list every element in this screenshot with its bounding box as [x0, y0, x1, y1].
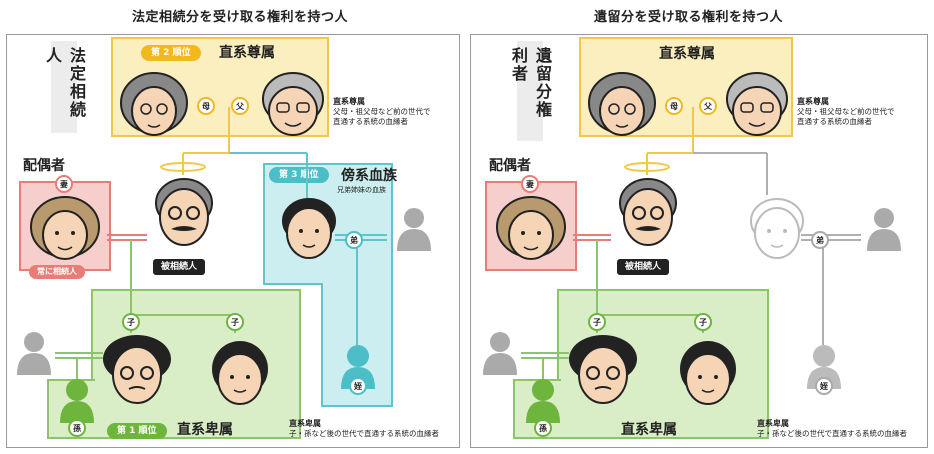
mother-tag: 母 [665, 97, 683, 115]
person-silhouette-icon [483, 332, 517, 375]
brother-tag: 弟 [811, 231, 829, 249]
spouse-tag: 妻 [55, 175, 73, 193]
descendant-rank-badge: 第 1 順位 [107, 423, 167, 439]
person-silhouette-icon [867, 208, 901, 251]
son-face-icon [103, 335, 171, 404]
deceased-name-pill: 被相続人 [617, 259, 670, 275]
descendant-label: 直系卑属 [177, 422, 233, 438]
grandmother-face-icon [588, 72, 656, 136]
collateral-sublabel: 兄弟姉妹の血族 [337, 186, 386, 194]
legal-heirs-panel: 第 2 順位 直系尊属 法定相続人 第 3 順位 傍系血族 兄弟姉妹の血族 配偶… [6, 34, 460, 448]
son-tag: 子 [122, 313, 140, 331]
left-panel-title: 法定相続分を受け取る権利を持つ人 [132, 10, 349, 25]
son-tag: 子 [588, 313, 606, 331]
spouse-label: 配偶者 [23, 158, 65, 174]
ascendant-label: 直系尊属 [659, 46, 715, 62]
niece-tag: 姪 [815, 377, 833, 395]
daughter-face-icon [680, 341, 736, 405]
right-panel-title: 遺留分を受け取る権利を持つ人 [594, 10, 784, 25]
descendant-note: 直系卑属 子・孫など後の世代で直通する系統の血縁者 [757, 419, 907, 438]
deceased-face-icon [155, 178, 213, 246]
ascendant-note: 直系尊属 父母・祖父母など前の世代で 直通する系統の血縁者 [333, 97, 431, 126]
son-face-icon [569, 335, 637, 404]
niece-tag: 姪 [349, 377, 367, 395]
ascendant-label: 直系尊属 [219, 45, 275, 61]
father-tag: 父 [231, 97, 249, 115]
daughter-tag: 子 [226, 313, 244, 331]
daughter-tag: 子 [694, 313, 712, 331]
grandchild-silhouette-icon [60, 379, 94, 423]
spouse-tag: 妻 [521, 175, 539, 193]
ascendant-note: 直系尊属 父母・祖父母など前の世代で 直通する系統の血縁者 [797, 97, 895, 126]
grandchild-tag: 孫 [534, 419, 552, 437]
always-heir-pill: 常に相続人 [29, 265, 85, 279]
grandfather-face-icon [726, 72, 788, 136]
father-tag: 父 [699, 97, 717, 115]
ascendant-rank-badge: 第 2 順位 [141, 45, 201, 61]
grandchild-tag: 孫 [68, 419, 86, 437]
brother-face-icon [282, 198, 336, 259]
deceased-name-pill: 被相続人 [153, 259, 206, 275]
person-silhouette-icon [17, 332, 51, 375]
descendant-label: 直系卑属 [621, 422, 677, 438]
halo-icon [160, 162, 206, 172]
grandmother-face-icon [120, 72, 188, 136]
mother-tag: 母 [197, 97, 215, 115]
halo-icon [624, 162, 670, 172]
wife-face-icon [30, 196, 100, 260]
spouse-label: 配偶者 [489, 158, 531, 174]
descendant-note: 直系卑属 子・孫など後の世代で直通する系統の血縁者 [289, 419, 439, 438]
daughter-face-icon [212, 341, 268, 405]
deceased-face-icon [619, 178, 677, 246]
reserved-portion-panel: 直系尊属 遺留分権利者 配偶者 直系卑属 母 [470, 34, 928, 448]
collateral-label: 傍系血族 [341, 168, 397, 184]
wife-face-icon [496, 196, 566, 260]
grandchild-silhouette-icon [526, 379, 560, 423]
person-silhouette-icon [397, 208, 431, 251]
reserved-heir-vertical-label: 遺留分権利者 [509, 41, 552, 141]
brother-face-icon-greyed [750, 198, 804, 259]
brother-tag: 弟 [345, 231, 363, 249]
collateral-rank-badge: 第 3 順位 [269, 167, 329, 183]
grandfather-face-icon [262, 72, 324, 136]
